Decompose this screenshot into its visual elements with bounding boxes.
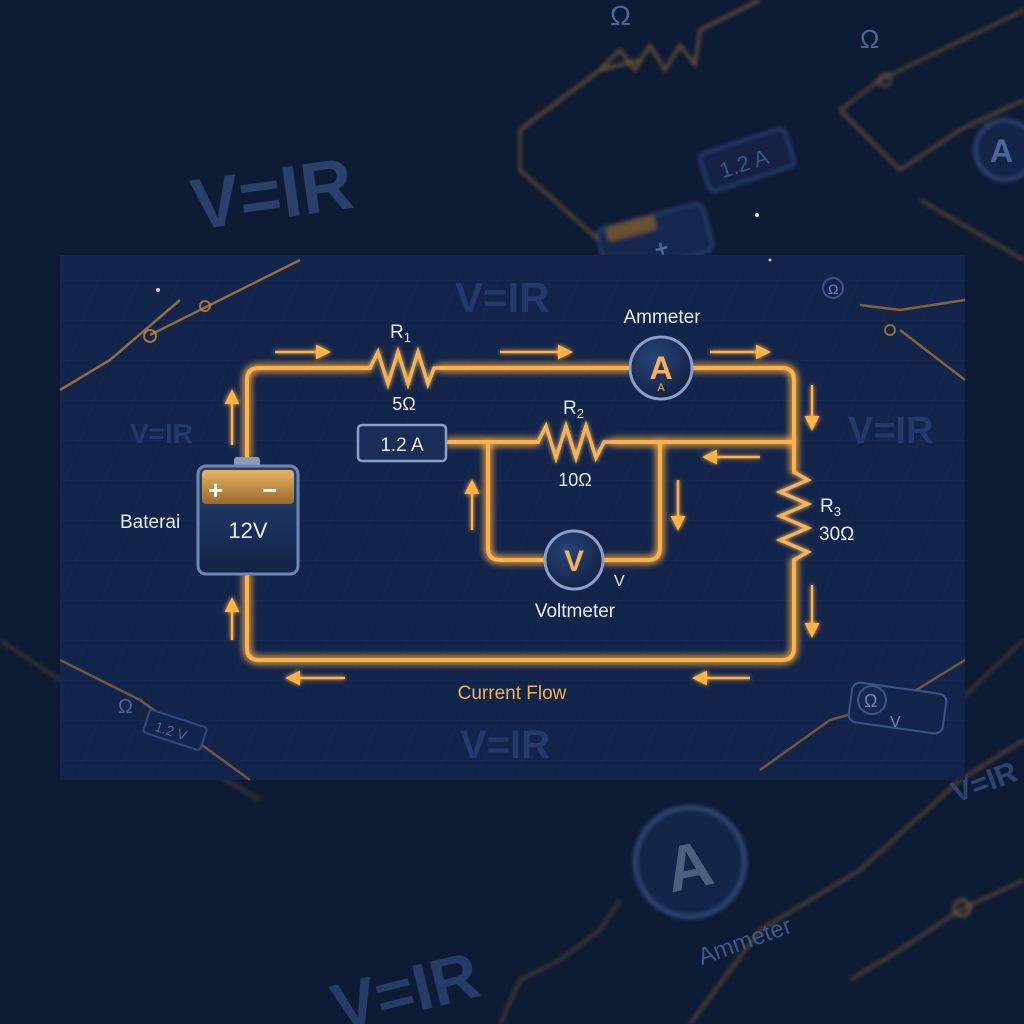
- sparkle: [755, 213, 759, 217]
- r3-resistor-icon: [775, 470, 813, 562]
- r2-resistor-icon: [536, 420, 612, 464]
- current-arrows: [224, 344, 820, 686]
- panel-decor-node: [199, 300, 211, 312]
- panel-decor-badge: [142, 709, 208, 751]
- bg-wire: [518, 130, 611, 252]
- panel-decor-node: [822, 277, 844, 299]
- sparkle: [156, 288, 160, 292]
- panel-decor-wire: [859, 298, 966, 381]
- battery-minus: −: [262, 475, 277, 505]
- panel-decor-v: V: [890, 714, 901, 731]
- panel-decor-wire: [59, 658, 251, 782]
- sparkle: [768, 258, 772, 262]
- bg-ammeter-letter: A: [990, 133, 1013, 169]
- panel-formula-top: V=IR: [455, 274, 550, 321]
- ammeter-sub-letter: A: [657, 382, 665, 394]
- bg-node: [952, 898, 972, 918]
- battery-plus: +: [208, 475, 223, 505]
- voltmeter-side-letter: V: [614, 573, 625, 590]
- current-badge-box: [356, 423, 448, 463]
- bg-resistor-icon: [598, 0, 761, 73]
- voltmeter-label: Voltmeter: [535, 601, 616, 622]
- battery: + − 12V: [196, 457, 300, 576]
- r2-name: R2: [563, 398, 584, 421]
- r1-resistor-icon: [368, 346, 440, 390]
- ammeter: A A: [628, 335, 694, 401]
- current-badge-value: 1.2 A: [380, 435, 424, 456]
- panel-decor-ohm: Ω: [828, 281, 838, 297]
- bg-wire: [838, 98, 1024, 172]
- current-badge: 1.2 A: [356, 423, 448, 463]
- bg-ammeter-icon: [973, 118, 1024, 182]
- panel-formula-left: V=IR: [130, 418, 193, 449]
- resistors: [368, 346, 813, 562]
- voltmeter: V: [543, 529, 605, 591]
- ammeter-icon: [628, 335, 694, 401]
- wire-top-left: [245, 366, 372, 462]
- r3-name: R3: [820, 496, 841, 519]
- bg-wire: [919, 198, 1024, 262]
- bg-battery-cap: [605, 215, 657, 242]
- panel-decor-node: [857, 685, 887, 715]
- r2-label: R2 10Ω: [558, 398, 591, 490]
- bg-ohm-symbol: Ω: [860, 24, 879, 54]
- wire-top-right: [690, 366, 796, 474]
- battery-cap: [202, 470, 294, 504]
- sparkles: [156, 213, 772, 292]
- bg-ammeter-icon: [633, 805, 747, 919]
- ammeter-letter: A: [649, 350, 672, 386]
- bg-wire: [688, 738, 1024, 1024]
- panel-decor-node: [143, 329, 157, 343]
- r1-label: R1 5Ω: [390, 322, 416, 414]
- wire-voltmeter-right: [601, 440, 662, 562]
- panel-decor-wire: [59, 258, 301, 392]
- panel-decor-node: [884, 324, 896, 336]
- battery-voltage: 12V: [228, 518, 267, 543]
- panel-formula-bottom: V=IR: [460, 723, 550, 767]
- r3-value: 30Ω: [819, 524, 854, 545]
- bg-wire: [849, 878, 1024, 982]
- r1-value: 5Ω: [392, 394, 415, 414]
- circuit-wires: [245, 366, 796, 662]
- panel-formula-right: V=IR: [848, 410, 934, 452]
- bg-resistor-symbol: Ω: [610, 0, 631, 31]
- panel-decor-ohm: Ω: [864, 691, 877, 711]
- panel-decor-ohm: Ω: [118, 696, 133, 718]
- bg-current-badge: [698, 127, 796, 193]
- wire-voltmeter-left: [486, 440, 547, 562]
- wire-bottom-loop: [245, 558, 796, 662]
- voltmeter-icon: [543, 529, 605, 591]
- r3-label: R3 30Ω: [819, 496, 854, 545]
- battery-label: Baterai: [120, 512, 180, 533]
- r1-name: R1: [390, 322, 411, 345]
- voltmeter-letter: V: [564, 545, 584, 578]
- bg-wire: [498, 899, 622, 1024]
- bg-node: [878, 73, 892, 87]
- bg-wire: [958, 638, 1024, 702]
- current-flow-label: Current Flow: [458, 683, 567, 704]
- r2-value: 10Ω: [558, 470, 591, 490]
- ammeter-label: Ammeter: [623, 307, 701, 328]
